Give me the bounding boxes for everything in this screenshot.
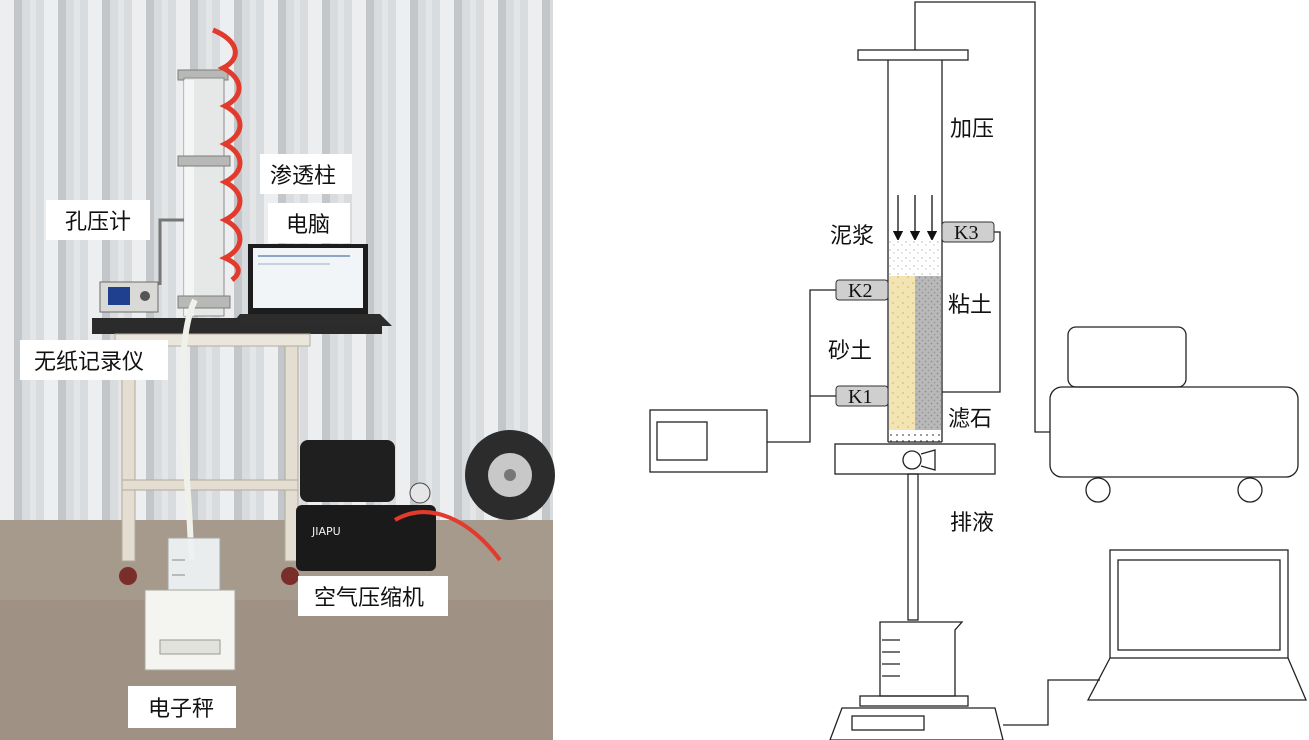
lab-photo: JIAPU 渗透柱 孔压计 电脑 无纸记录仪 空气压缩机 [0, 0, 555, 740]
pore-pressure-sensor-line [158, 218, 184, 285]
label-pressurize: 加压 [950, 117, 994, 142]
schematic: K3 K2 K1 [649, 1, 1307, 740]
schematic-scale [829, 707, 1004, 740]
sensor-k1: K1 [835, 385, 889, 408]
pressure-line [914, 1, 1050, 433]
label-drain: 排液 [950, 511, 994, 536]
electronic-scale [144, 589, 236, 671]
svg-text:K2: K2 [848, 280, 872, 302]
svg-text:电脑: 电脑 [286, 213, 330, 238]
compressor-brand: JIAPU [311, 525, 341, 538]
schematic-beaker [879, 621, 964, 697]
paperless-recorder [99, 281, 159, 313]
svg-text:无纸记录仪: 无纸记录仪 [34, 350, 144, 375]
label-compressor: 空气压缩机 [298, 576, 448, 616]
sensor-k2: K2 [835, 279, 889, 302]
drain-valve [902, 450, 922, 470]
label-filter: 滤石 [948, 407, 992, 432]
label-sand: 砂土 [828, 339, 872, 364]
laptop [230, 244, 392, 326]
label-column: 渗透柱 [260, 154, 352, 194]
clay-layer [915, 276, 941, 430]
sand-layer [889, 276, 915, 430]
column-top-plate [857, 49, 969, 61]
permeation-column [158, 69, 231, 317]
svg-text:空气压缩机: 空气压缩机 [314, 586, 424, 611]
column-base [834, 443, 996, 475]
schematic-laptop [1003, 549, 1307, 726]
svg-text:K1: K1 [848, 386, 872, 408]
svg-text:电子秤: 电子秤 [148, 697, 214, 722]
air-hose-coil [211, 27, 243, 282]
label-pore-gauge: 孔压计 [46, 200, 150, 240]
schematic-compressor [1049, 326, 1299, 503]
sensor-k3: K3 [941, 221, 995, 244]
svg-text:孔压计: 孔压计 [65, 210, 131, 235]
label-recorder: 无纸记录仪 [20, 340, 168, 380]
label-slurry: 泥浆 [830, 224, 874, 249]
svg-text:K3: K3 [954, 222, 978, 244]
label-computer: 电脑 [268, 203, 350, 243]
label-scale: 电子秤 [128, 686, 236, 728]
air-compressor: JIAPU [296, 440, 502, 571]
filter-stone-layer [889, 430, 941, 442]
drain-tube [179, 298, 198, 561]
cable-reel [465, 430, 555, 520]
label-clay: 粘土 [948, 293, 992, 318]
schematic-recorder [649, 409, 768, 473]
svg-text:渗透柱: 渗透柱 [270, 164, 336, 189]
drain-pipe [907, 473, 919, 621]
schematic-scale-plate [859, 695, 969, 707]
slurry-layer [889, 240, 941, 276]
